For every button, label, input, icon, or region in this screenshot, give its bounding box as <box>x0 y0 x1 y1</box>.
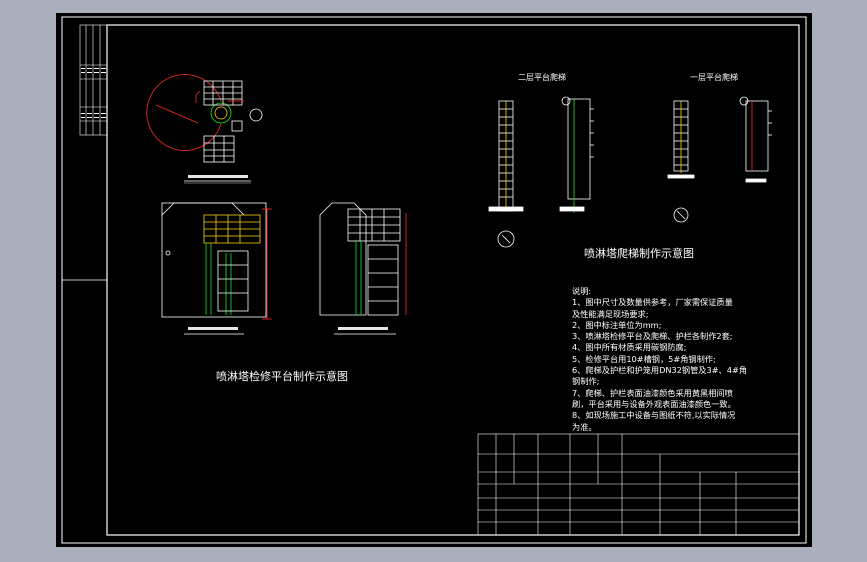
elevation-b-caption <box>334 327 396 335</box>
drawing-canvas <box>61 16 807 544</box>
outer-border <box>61 16 807 544</box>
title-block <box>477 433 800 536</box>
note-line: 为准。 <box>572 421 597 432</box>
note-line: 7、爬梯、护栏表面油漆颜色采用黄黑相间喷 <box>572 387 733 398</box>
left-drawing-title: 喷淋塔检修平台制作示意图 <box>216 370 348 383</box>
note-line: 及性能满足现场要求; <box>572 308 649 319</box>
ladder-view-second-floor <box>488 96 594 248</box>
revision-table-marks <box>81 68 106 118</box>
note-line: 6、爬梯及护栏和护笼用DN32钢管及3#、4#角 <box>572 365 748 376</box>
platform-elevation-a <box>161 202 272 320</box>
revision-table <box>79 24 108 136</box>
note-line: 2、图中标注单位为mm; <box>572 319 662 330</box>
right-drawing-title: 喷淋塔爬梯制作示意图 <box>584 247 694 260</box>
note-line: 钢制作; <box>572 376 600 387</box>
note-line: 刷，平台采用与设备外观表面油漆颜色一致。 <box>572 398 736 409</box>
note-line: 5、检修平台用10#槽钢，5#角钢制作; <box>572 353 716 364</box>
note-line: 8、如现场施工中设备与图纸不符,以实际情况 <box>572 410 736 421</box>
elevation-a-caption <box>184 327 244 335</box>
note-line: 3、喷淋塔检修平台及爬梯、护栏各制作2套; <box>572 331 733 342</box>
platform-elevation-b <box>319 202 407 316</box>
platform-plan-view <box>146 74 263 163</box>
note-line: 1、图中尺寸及数量供参考，厂家需保证质量 <box>572 297 733 308</box>
plan-view-caption <box>184 175 251 184</box>
drawing-sheet: 喷淋塔检修平台制作示意图 喷淋塔爬梯制作示意图 二层平台爬梯 一层平台爬梯 说明… <box>56 13 812 547</box>
ladder-view-first-floor <box>667 96 772 223</box>
notes-heading: 说明: <box>572 286 592 296</box>
second-floor-ladder-label: 二层平台爬梯 <box>518 73 566 82</box>
notes-block: 说明: 1、图中尺寸及数量供参考，厂家需保证质量 及性能满足现场要求; 2、图中… <box>572 286 747 433</box>
note-line: 4、图中所有材质采用碳钢防腐; <box>572 342 687 353</box>
first-floor-ladder-label: 一层平台爬梯 <box>690 73 738 82</box>
